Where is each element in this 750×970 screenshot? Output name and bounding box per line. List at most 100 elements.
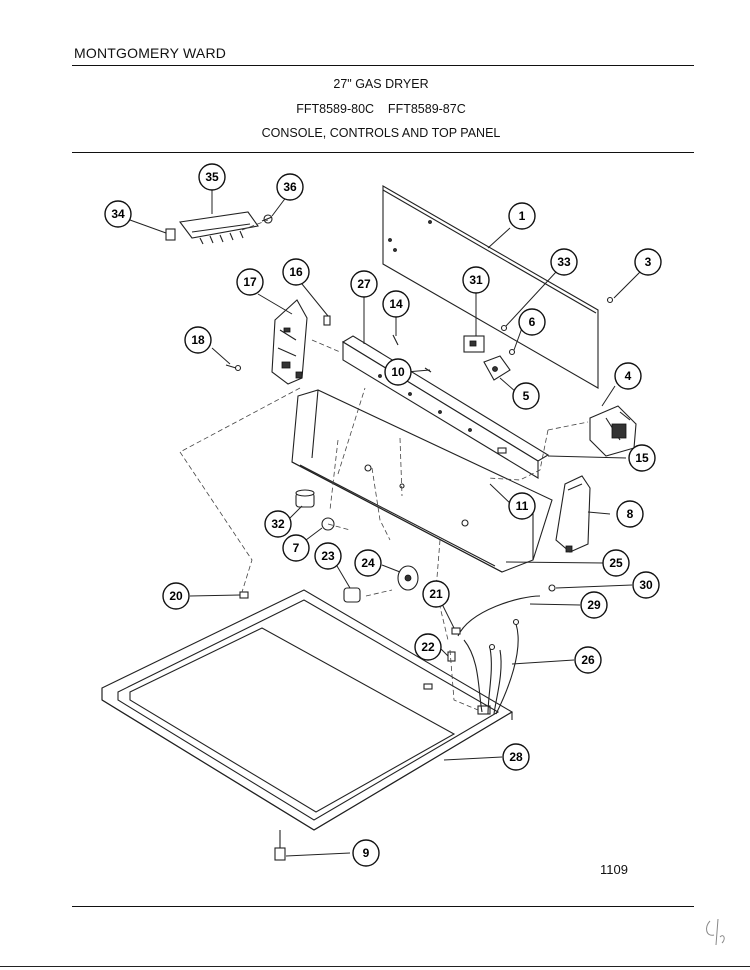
part-28-top-panel bbox=[101, 589, 514, 831]
callout-20: 20 bbox=[162, 582, 190, 610]
callout-4: 4 bbox=[614, 362, 642, 390]
callout-15: 15 bbox=[628, 444, 656, 472]
callout-29: 29 bbox=[580, 591, 608, 619]
svg-text:31: 31 bbox=[469, 273, 483, 287]
section-title: CONSOLE, CONTROLS AND TOP PANEL bbox=[261, 126, 501, 140]
svg-text:21: 21 bbox=[429, 587, 443, 601]
callout-1: 1 bbox=[508, 202, 536, 230]
svg-text:8: 8 bbox=[627, 507, 634, 521]
svg-text:32: 32 bbox=[271, 517, 285, 531]
part-36-screw bbox=[261, 214, 273, 224]
svg-text:29: 29 bbox=[587, 598, 601, 612]
svg-text:17: 17 bbox=[243, 275, 257, 289]
model-numbers: FFT8589-80C FFT8589-87C bbox=[296, 102, 466, 116]
part-22-connector bbox=[447, 651, 456, 662]
svg-text:14: 14 bbox=[389, 297, 403, 311]
part-1-back-panel bbox=[382, 185, 599, 389]
svg-text:3: 3 bbox=[645, 255, 652, 269]
callout-10: 10 bbox=[384, 358, 412, 386]
svg-text:22: 22 bbox=[421, 640, 435, 654]
page-edge-rule bbox=[0, 966, 750, 967]
svg-text:11: 11 bbox=[516, 499, 529, 513]
leader-lines bbox=[129, 190, 641, 857]
callout-23: 23 bbox=[314, 542, 342, 570]
part-20-clip bbox=[239, 591, 249, 599]
svg-text:27: 27 bbox=[357, 277, 371, 291]
part-21-connector bbox=[451, 627, 461, 635]
part-34-clip bbox=[165, 228, 176, 241]
svg-text:20: 20 bbox=[169, 589, 183, 603]
diagram-title: 27" GAS DRYER bbox=[333, 77, 429, 91]
callout-30: 30 bbox=[632, 571, 660, 599]
callout-35: 35 bbox=[198, 163, 226, 191]
callout-33: 33 bbox=[550, 248, 578, 276]
svg-text:25: 25 bbox=[609, 556, 623, 570]
callout-14: 14 bbox=[382, 290, 410, 318]
callout-18: 18 bbox=[184, 326, 212, 354]
callout-7: 7 bbox=[282, 534, 310, 562]
callout-9: 9 bbox=[352, 839, 380, 867]
footer-rule bbox=[72, 906, 694, 907]
callout-34: 34 bbox=[104, 200, 132, 228]
callout-32: 32 bbox=[264, 510, 292, 538]
svg-text:35: 35 bbox=[205, 170, 219, 184]
part-32-knob bbox=[295, 489, 315, 508]
callout-27: 27 bbox=[350, 270, 378, 298]
svg-text:26: 26 bbox=[581, 653, 595, 667]
svg-text:36: 36 bbox=[283, 180, 297, 194]
part-30-clip bbox=[548, 584, 556, 592]
brand-name: MONTGOMERY WARD bbox=[74, 45, 227, 61]
svg-text:5: 5 bbox=[523, 389, 530, 403]
svg-text:23: 23 bbox=[321, 549, 335, 563]
svg-text:15: 15 bbox=[635, 451, 649, 465]
svg-text:4: 4 bbox=[625, 369, 632, 383]
svg-text:7: 7 bbox=[293, 541, 300, 555]
callout-5: 5 bbox=[512, 382, 540, 410]
part-9-foot bbox=[274, 830, 286, 861]
callout-31: 31 bbox=[462, 266, 490, 294]
part-23-knob bbox=[343, 587, 361, 603]
callout-24: 24 bbox=[354, 549, 382, 577]
callout-28: 28 bbox=[502, 743, 530, 771]
page-number: 1109 bbox=[600, 862, 628, 877]
part-29-wire bbox=[457, 595, 541, 637]
header-rule-bottom bbox=[72, 152, 694, 153]
part-31-switch bbox=[463, 335, 485, 353]
callout-21: 21 bbox=[422, 580, 450, 608]
part-26-wire-harness bbox=[463, 618, 520, 715]
svg-text:28: 28 bbox=[509, 750, 523, 764]
svg-text:1: 1 bbox=[519, 209, 526, 223]
header-rule-top bbox=[72, 65, 694, 66]
part-18-screw bbox=[225, 364, 242, 372]
part-33-screw bbox=[500, 324, 508, 332]
callout-25: 25 bbox=[602, 549, 630, 577]
callout-17: 17 bbox=[236, 268, 264, 296]
part-4-timer bbox=[589, 405, 637, 457]
part-14-screw bbox=[392, 334, 399, 346]
part-3-screw bbox=[606, 296, 614, 304]
callout-3: 3 bbox=[634, 248, 662, 276]
svg-text:18: 18 bbox=[191, 333, 205, 347]
callout-16: 16 bbox=[282, 258, 310, 286]
callout-8: 8 bbox=[616, 500, 644, 528]
svg-text:33: 33 bbox=[557, 255, 571, 269]
part-6-screw bbox=[508, 348, 516, 356]
svg-text:10: 10 bbox=[391, 365, 405, 379]
pen-mark bbox=[706, 918, 725, 946]
svg-text:30: 30 bbox=[639, 578, 653, 592]
part-16-clip bbox=[323, 315, 331, 326]
part-5-switch bbox=[483, 355, 511, 381]
callout-26: 26 bbox=[574, 646, 602, 674]
part-35-bracket bbox=[179, 211, 259, 245]
part-8-end-cap bbox=[555, 475, 591, 553]
svg-text:9: 9 bbox=[363, 846, 370, 860]
svg-text:16: 16 bbox=[289, 265, 303, 279]
svg-text:34: 34 bbox=[111, 207, 125, 221]
part-24-dial bbox=[397, 565, 419, 591]
callout-22: 22 bbox=[414, 633, 442, 661]
callout-6: 6 bbox=[518, 308, 546, 336]
callout-11: 11 bbox=[508, 492, 536, 520]
callout-36: 36 bbox=[276, 173, 304, 201]
svg-text:6: 6 bbox=[529, 315, 536, 329]
